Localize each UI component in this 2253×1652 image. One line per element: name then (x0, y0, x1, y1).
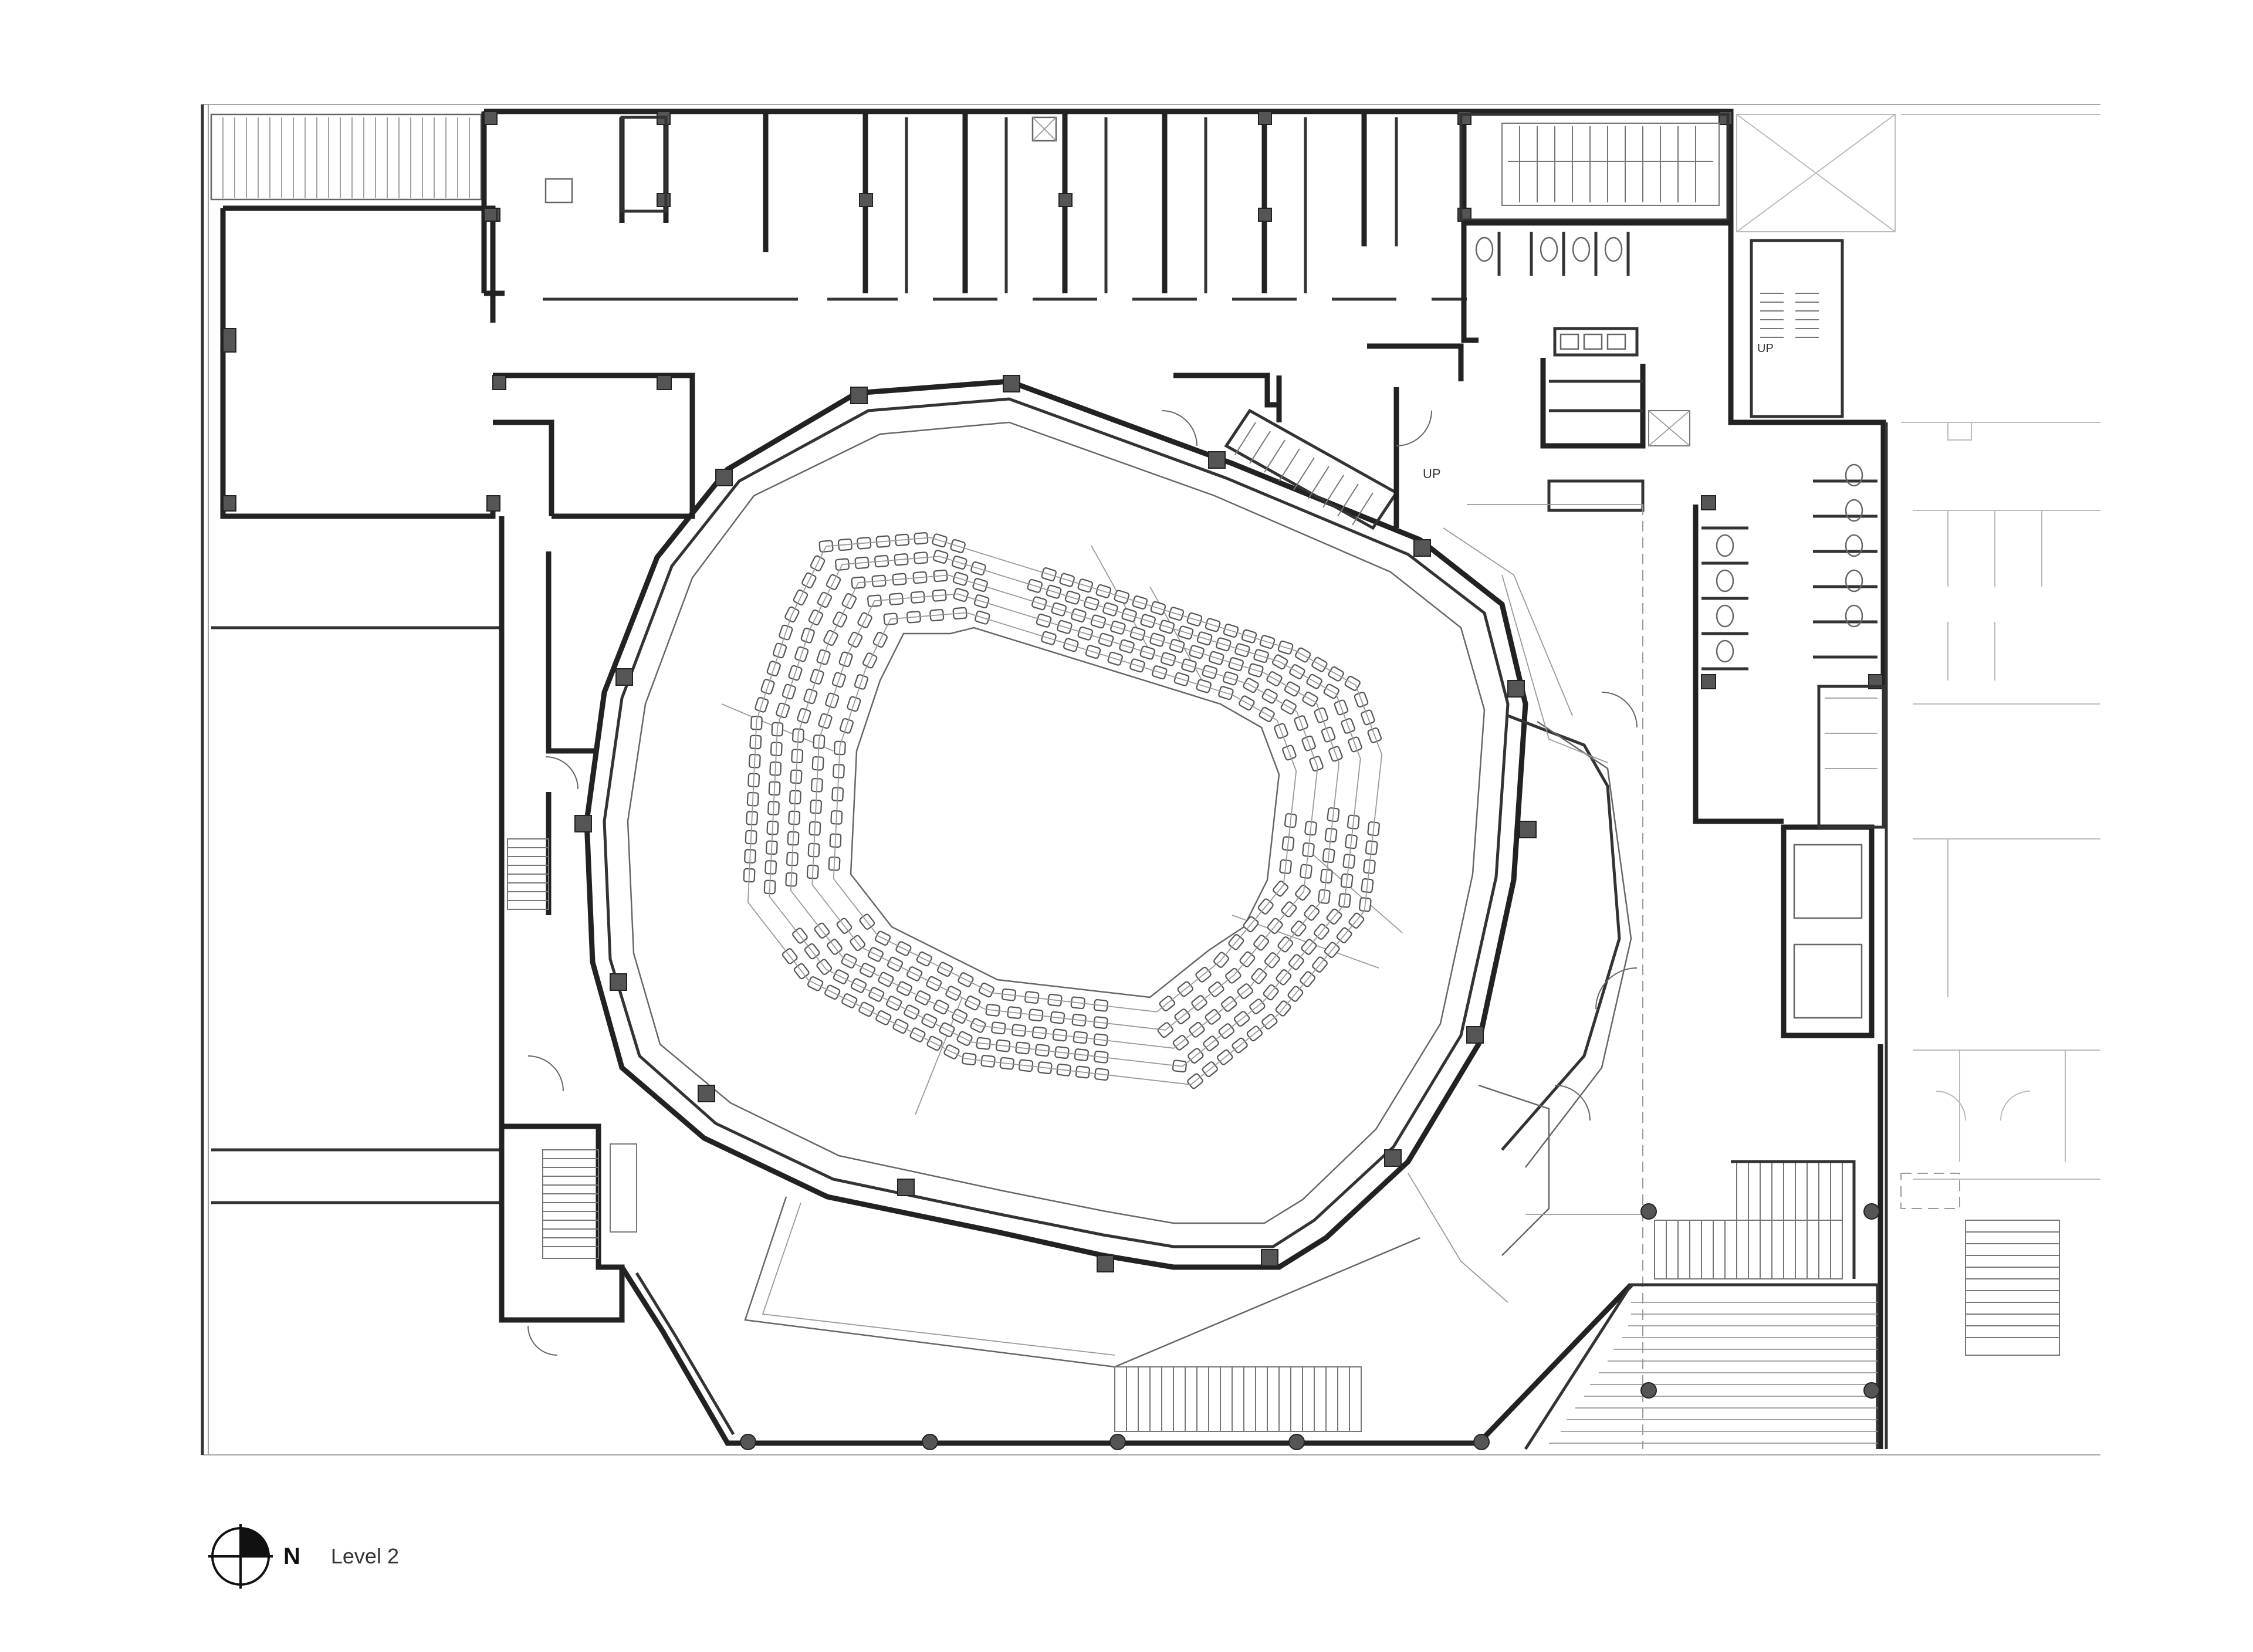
seat-row-line (747, 537, 1383, 1085)
west-wing (210, 113, 695, 1356)
site-boundary (201, 104, 2100, 1455)
drawing-legend: N Level 2 (208, 1524, 399, 1589)
stair-up-label-east: UP (1757, 342, 1774, 355)
arena-outer-ring (574, 375, 1537, 1272)
adjacent-building (1736, 114, 2100, 1356)
north-letter: N (283, 1543, 300, 1569)
north-offices (481, 109, 1734, 301)
north-stair-up (1161, 343, 1464, 530)
level-label: Level 2 (330, 1544, 399, 1568)
seat-row-line (769, 556, 1361, 1067)
seat-row-line (790, 574, 1340, 1049)
south-lobby (620, 1160, 1880, 1450)
east-concourse (1408, 504, 1643, 1449)
seat-rows (743, 532, 1383, 1089)
stair-up-label-center: UP (1423, 466, 1441, 481)
seat-row-line (811, 593, 1318, 1031)
north-arrow-icon (208, 1524, 273, 1589)
seating-bowl (721, 532, 1403, 1115)
east-core (1461, 220, 1888, 1449)
seat-row-line (833, 612, 1297, 1013)
